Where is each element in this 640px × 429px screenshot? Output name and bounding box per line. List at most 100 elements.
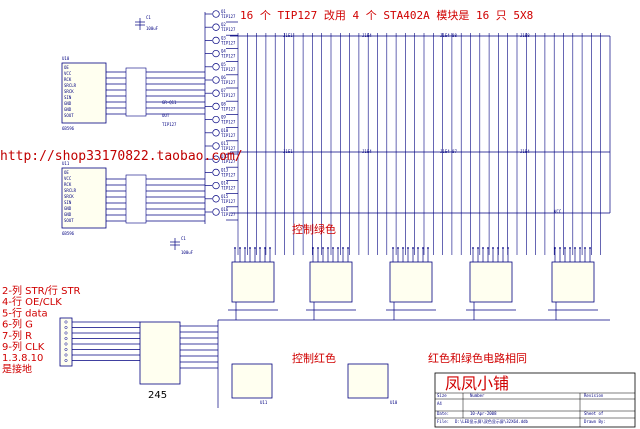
svg-text:TIP127: TIP127 [221,212,236,217]
pin-legend-line: 9-列 CLK [2,340,45,353]
pin-legend-line: 5-行 data [2,306,48,319]
ic-245-label: 245 [148,390,167,401]
svg-text:GND: GND [64,206,72,211]
pin-legend-line: 1.3.8.10 [2,353,43,364]
title-block-name: 凤凤小铺 [445,374,509,393]
svg-text:TIP127: TIP127 [221,186,236,191]
svg-text:SIN: SIN [64,200,72,205]
svg-text:SOUT: SOUT [64,113,74,118]
svg-text:J1E4: J1E4 [362,149,372,154]
svg-text:TIP127: TIP127 [221,172,236,177]
svg-text:Q16: Q16 [221,207,229,212]
svg-text:J1E8: J1E8 [520,33,530,38]
connector-j1 [59,317,73,367]
svg-text:Q13: Q13 [221,167,229,172]
svg-text:Q15: Q15 [221,194,229,199]
svg-text:6B596: 6B596 [62,126,75,131]
svg-text:GND: GND [64,107,72,112]
svg-text:Q10: Q10 [221,128,229,133]
capacitor-c2: C1 100uF [170,236,194,255]
svg-text:J1E4-08: J1E4-08 [440,33,457,38]
capacitor-c1: C1 100uF [135,15,159,31]
svg-text:SRCK: SRCK [64,194,74,199]
svg-text:SRCK: SRCK [64,89,74,94]
shift-register-u11: OE VCC RCK SRCLR SRCK SIN GND GND SOUT U… [61,161,107,236]
label-control-green: 控制绿色 [292,222,336,236]
svg-text:TIP127: TIP127 [221,14,236,19]
tb-date-value: 10-Apr-2008 [470,411,497,416]
svg-text:TIP127: TIP127 [221,93,236,98]
svg-text:GND: GND [64,212,72,217]
svg-text:TIP127: TIP127 [221,67,236,72]
label-same-circuit: 红色和绿色电路相同 [428,351,527,365]
tb-size-label: Size [437,393,447,398]
svg-text:OUT: OUT [162,113,170,118]
svg-text:100uF: 100uF [181,250,194,255]
svg-text:J1E4-07: J1E4-07 [440,149,457,154]
svg-text:Q12: Q12 [221,154,229,159]
svg-text:J1E4: J1E4 [362,33,372,38]
svg-text:TIP127: TIP127 [221,80,236,85]
svg-text:100uF: 100uF [146,26,159,31]
svg-text:VCC: VCC [554,209,562,214]
led-matrix-grid [226,21,611,255]
red-driver-u11: U11 [231,363,273,405]
ic-245-buffer: 245 [139,321,181,401]
red-driver-u10: U10 [347,363,398,405]
tip127-transistors: Q1TIP127Q2TIP127Q3TIP127Q4TIP127Q5TIP127… [204,9,236,224]
svg-text:TIP127: TIP127 [221,54,236,59]
svg-text:TIP127: TIP127 [221,27,236,32]
tb-drawn-label: Drawn By: [584,419,606,424]
svg-text:Q7: Q7 [221,88,226,93]
label-control-red: 控制红色 [292,351,336,365]
svg-text:J1E1: J1E1 [283,33,293,38]
svg-text:Q2: Q2 [221,22,226,27]
svg-text:TIP127: TIP127 [221,159,236,164]
resistor-networks [106,67,205,224]
svg-text:C1: C1 [181,236,186,241]
svg-text:U11: U11 [260,400,268,405]
svg-text:OE: OE [64,65,69,70]
pin-legend-line: 是接地 [2,362,32,375]
svg-text:VCC: VCC [64,176,72,181]
svg-text:6B596: 6B596 [62,231,75,236]
pin-legend-line: 7-列 R [2,329,32,342]
svg-text:SRCLR: SRCLR [64,188,77,193]
tb-revision-label: Revision [584,393,604,398]
tb-date-label: Date: [437,411,449,416]
svg-text:Q14: Q14 [221,181,229,186]
svg-text:U10: U10 [62,56,70,61]
svg-text:TIP127: TIP127 [221,120,236,125]
svg-text:TIP127: TIP127 [221,40,236,45]
svg-text:J1E4: J1E4 [520,149,530,154]
svg-text:Q5: Q5 [221,62,226,67]
svg-text:GR-Q11: GR-Q11 [162,100,177,105]
schematic-title: 16 个 TIP127 改用 4 个 STA402A 模块是 16 只 5X8 [240,8,533,22]
svg-text:RCK: RCK [64,77,72,82]
svg-text:SIN: SIN [64,95,72,100]
tb-file-value: D:\LED显示屏\双色显示屏\32X64.ddb [455,418,529,424]
svg-text:SOUT: SOUT [64,218,74,223]
svg-text:Q3: Q3 [221,35,226,40]
svg-text:GND: GND [64,101,72,106]
svg-text:Q1: Q1 [221,9,226,14]
svg-text:TIP127: TIP127 [221,106,236,111]
svg-text:Q11: Q11 [221,141,229,146]
grid-column-tags: J1E1 J1E4 J1E4-08 J1E8 J1E1 J1E4 J1E4-07… [283,33,562,214]
watermark-url: http://shop33170822.taobao.com/ [0,149,243,164]
svg-text:SRCLR: SRCLR [64,83,77,88]
column-driver-ics [217,247,610,408]
tb-sheet-label: Sheet of [584,411,604,416]
svg-text:U10: U10 [390,400,398,405]
pin-legend-line: 6-列 G [2,318,33,331]
tb-size-value: A4 [437,401,442,406]
pin-legend-line: 4-行 OE/CLK [2,295,62,308]
svg-text:VCC: VCC [64,71,72,76]
shift-register-u10: OE VCC RCK SRCLR SRCK SIN GND GND SOUT U… [61,56,107,131]
svg-text:Q6: Q6 [221,75,226,80]
svg-text:U11: U11 [62,161,70,166]
svg-text:Q4: Q4 [221,49,226,54]
